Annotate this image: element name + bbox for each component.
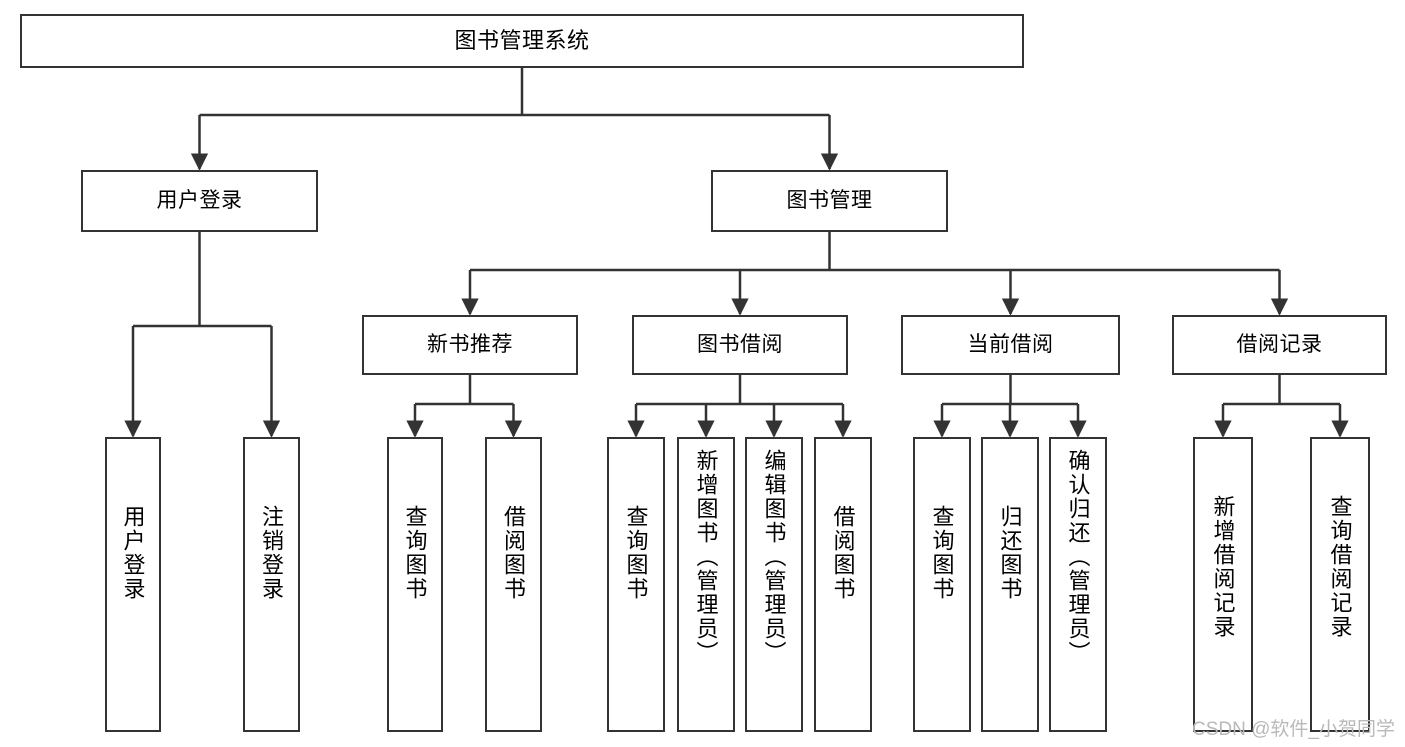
node-label: 查询图书 [623, 505, 649, 601]
node-label: 借阅图书 [501, 505, 527, 601]
node-label: 新增借阅记录 [1210, 495, 1236, 639]
node-label: 当前借阅 [967, 333, 1054, 357]
node-label: 图书借阅 [697, 333, 783, 357]
node-l3-bor-3[interactable]: 编辑图书（管理员） [745, 437, 803, 732]
node-l2-current[interactable]: 当前借阅 [901, 315, 1120, 375]
node-label: 图书管理系统 [454, 27, 590, 53]
node-label: 借阅记录 [1236, 333, 1323, 357]
node-label: 用户登录 [156, 189, 243, 213]
node-l3-new-1[interactable]: 查询图书 [387, 437, 443, 732]
node-label: 归还图书 [997, 505, 1023, 601]
node-label: 确认归还（管理员） [1065, 449, 1091, 665]
node-l3-rec-1[interactable]: 新增借阅记录 [1193, 437, 1253, 732]
node-l3-bor-1[interactable]: 查询图书 [607, 437, 665, 732]
node-l3-rec-2[interactable]: 查询借阅记录 [1310, 437, 1370, 732]
node-l3-new-2[interactable]: 借阅图书 [485, 437, 542, 732]
node-l1-books[interactable]: 图书管理 [711, 170, 948, 232]
node-l3-login-1[interactable]: 用户登录 [105, 437, 161, 732]
node-label: 编辑图书（管理员） [761, 449, 787, 665]
node-l2-records[interactable]: 借阅记录 [1172, 315, 1387, 375]
node-label: 新书推荐 [427, 333, 513, 357]
node-l3-login-2[interactable]: 注销登录 [243, 437, 300, 732]
node-l3-bor-2[interactable]: 新增图书（管理员） [677, 437, 735, 732]
node-l3-cur-3[interactable]: 确认归还（管理员） [1049, 437, 1107, 732]
node-label: 借阅图书 [830, 505, 856, 601]
node-label: 查询图书 [402, 505, 428, 601]
node-label: 新增图书（管理员） [693, 449, 719, 665]
node-l2-newbook[interactable]: 新书推荐 [362, 315, 578, 375]
node-label: 注销登录 [259, 505, 285, 601]
node-label: 查询图书 [929, 505, 955, 601]
node-l3-cur-1[interactable]: 查询图书 [913, 437, 971, 732]
node-l1-login[interactable]: 用户登录 [81, 170, 318, 232]
node-label: 图书管理 [786, 189, 873, 213]
node-l3-bor-4[interactable]: 借阅图书 [814, 437, 872, 732]
node-root[interactable]: 图书管理系统 [20, 14, 1024, 68]
node-l2-borrow[interactable]: 图书借阅 [632, 315, 848, 375]
node-label: 查询借阅记录 [1327, 495, 1353, 639]
node-label: 用户登录 [120, 505, 146, 601]
watermark: CSDN @软件_小贺同学 [1192, 719, 1395, 740]
node-l3-cur-2[interactable]: 归还图书 [981, 437, 1039, 732]
